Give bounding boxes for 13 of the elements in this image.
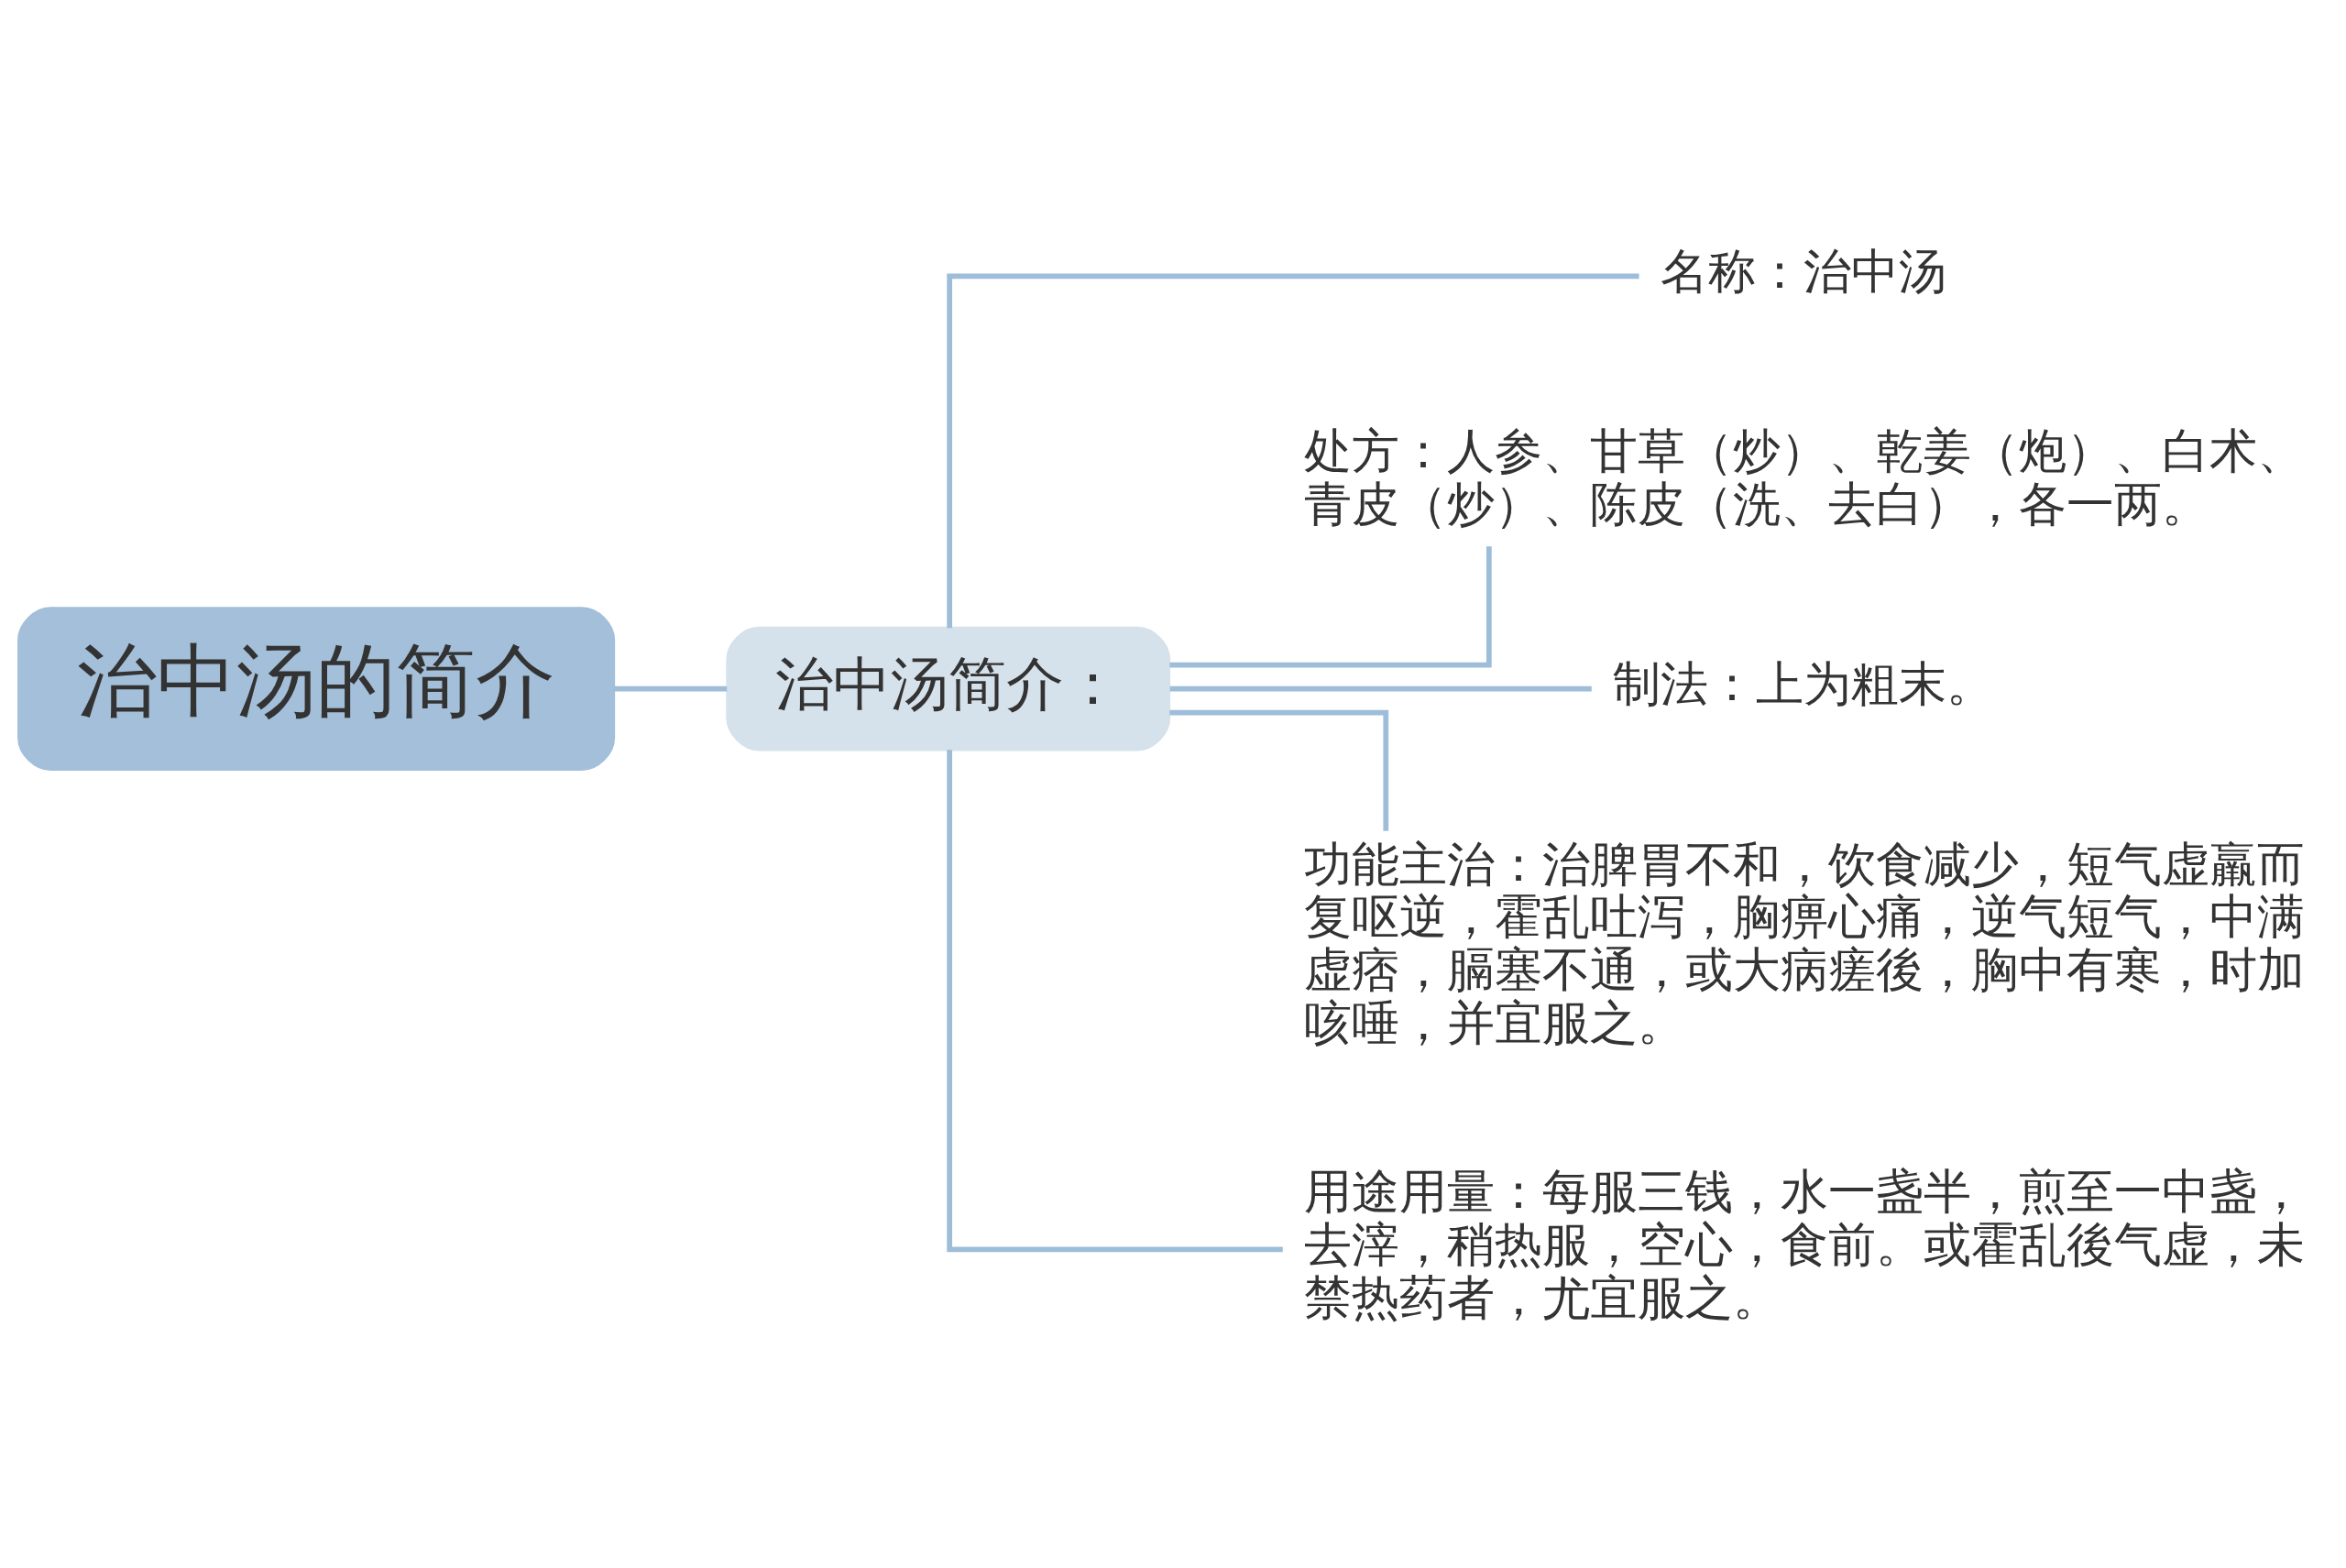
connector: [1169, 685, 1592, 692]
connector: [947, 273, 1639, 629]
connector: [1169, 709, 1389, 831]
node-text: 处方：人参、甘草（炒）、乾姜（炮）、白术、青皮（炒）、陈皮（洗、去白），各一两。: [1303, 423, 2305, 532]
node-text: 功能主治：治脾胃不和，饮食减少，短气虚羸而复呕逆，霍乱吐泻，胸痹心痛，逆气短气，中满虚痞，膈塞不通，或大病瘥後，胸中有寒，时加咳唾，并宜服之。: [1303, 836, 2305, 1050]
node-box: 治中汤简介：: [726, 626, 1171, 751]
connector: [613, 685, 728, 692]
connector: [947, 750, 1283, 1253]
connector: [1169, 546, 1492, 668]
node-text: 制法：上为粗末。: [1613, 656, 1995, 712]
node-text: 名称：治中汤: [1661, 244, 1947, 300]
node-text: 用途用量：每服三钱，水一盏半，煎至一中盏，去滓，稍热服，空心，食前。或霍乱後气虚，未禁热药者，尤宜服之。: [1303, 1164, 2305, 1325]
node-box: 治中汤的简介: [17, 607, 616, 772]
